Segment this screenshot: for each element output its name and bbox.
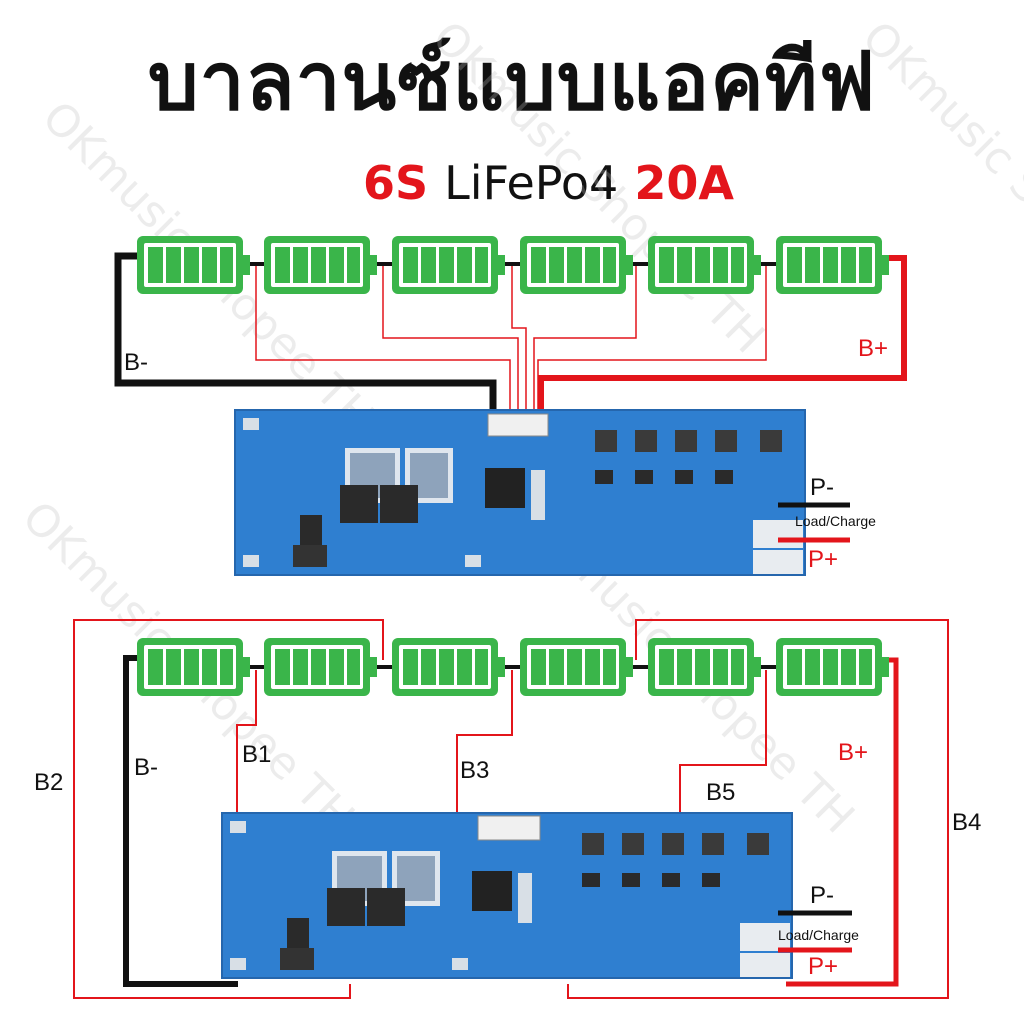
bottom-b3-wire — [456, 670, 513, 822]
bottom-b1-wire — [236, 670, 257, 822]
top-bminus-wire — [114, 252, 497, 420]
subtitle-current: 20A — [634, 156, 734, 210]
top-cell-6 — [776, 236, 889, 294]
subtitle-cells: 6S — [363, 156, 429, 210]
bottom-bminus-wire — [123, 655, 238, 987]
bottom-bplus-wire — [786, 657, 899, 987]
top-label-bplus: B+ — [858, 335, 888, 362]
bottom-label-pminus: P- — [810, 882, 834, 909]
top-cell-4 — [520, 236, 633, 294]
bottom-label-bplus: B+ — [838, 739, 868, 766]
watermark-2: OKmusic Shopee TH — [422, 12, 774, 364]
bottom-cell-3 — [392, 638, 505, 696]
bottom-cell-5 — [648, 638, 761, 696]
top-cell-3 — [392, 236, 505, 294]
bottom-b2-wire — [73, 619, 384, 999]
subtitle-chemistry: LiFePo4 — [444, 156, 619, 210]
page-title: บาลานซ์แบบแอคทีฟ — [147, 35, 877, 128]
top-cell-1 — [137, 236, 250, 294]
bottom-label-pplus: P+ — [808, 953, 838, 980]
bottom-label-b5: B5 — [706, 779, 735, 806]
bottom-label-b2: B2 — [34, 769, 63, 796]
bottom-label-load-charge: Load/Charge — [778, 927, 859, 943]
diagram-top: B- B+ P- Load/Charge P+ — [114, 236, 907, 576]
top-label-pplus: P+ — [808, 546, 838, 573]
watermark-5: OKmusic Shopee TH — [852, 12, 1024, 364]
top-cell-2 — [264, 236, 377, 294]
top-balance-connector — [487, 413, 549, 437]
diagram-bottom: B- B+ B1 B2 B3 B4 B5 P- Load/Charge P+ — [34, 619, 981, 999]
bottom-label-b4: B4 — [952, 809, 981, 836]
top-bplus-wire — [538, 255, 907, 420]
bottom-label-b3: B3 — [460, 757, 489, 784]
bottom-cell-6 — [776, 638, 889, 696]
top-label-pminus: P- — [810, 474, 834, 501]
subtitle: 6S LiFePo4 20A — [363, 160, 734, 206]
bottom-balance-connector — [477, 815, 541, 841]
bottom-cell-1 — [137, 638, 250, 696]
bottom-label-bminus: B- — [134, 754, 158, 781]
bottom-label-b1: B1 — [242, 741, 271, 768]
top-label-bminus: B- — [124, 349, 148, 376]
bottom-cell-2 — [264, 638, 377, 696]
bottom-b4-wire — [567, 619, 949, 999]
bottom-cell-4 — [520, 638, 633, 696]
bottom-b5-wire — [679, 670, 767, 822]
top-label-load-charge: Load/Charge — [795, 513, 876, 529]
top-cell-5 — [648, 236, 761, 294]
